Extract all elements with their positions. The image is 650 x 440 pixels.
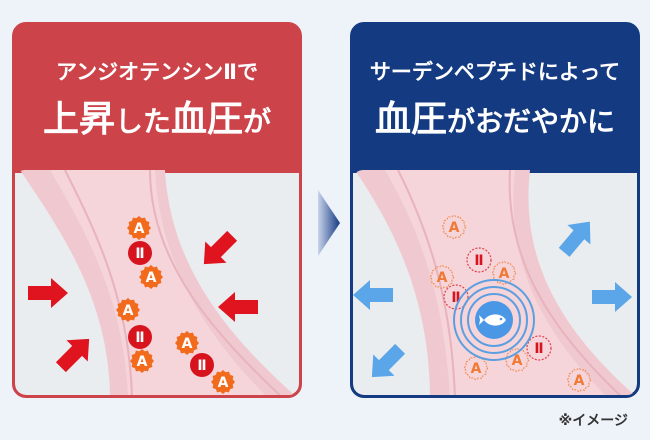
- text-gentle: がおだやかに: [447, 105, 616, 138]
- angiotensinogen-marker: A: [429, 264, 455, 290]
- after-header: サーデンペプチドによって 血圧がおだやかに: [353, 25, 637, 173]
- blood-vessel-relaxed: [355, 170, 637, 395]
- marker-label: A: [574, 373, 585, 389]
- before-header: アンジオテンシンⅡで 上昇した血圧が: [15, 25, 299, 173]
- text-shita: した: [114, 105, 171, 138]
- ripple-ring: [467, 293, 521, 347]
- before-header-line2: 上昇した血圧が: [43, 90, 271, 142]
- marker-label: A: [137, 354, 148, 370]
- angiotensinogen-marker: A: [463, 355, 489, 381]
- fish-icon: [479, 314, 506, 326]
- angiotensinogen-marker: A: [566, 367, 592, 393]
- after-header-line2: 血圧がおだやかに: [375, 90, 615, 142]
- marker-label: Ⅱ: [474, 253, 483, 269]
- angiotensin2-marker: Ⅱ: [190, 353, 214, 377]
- dilate-arrow-icon: [371, 343, 406, 378]
- marker-label: A: [499, 266, 510, 282]
- marker-label: Ⅱ: [135, 246, 144, 262]
- angiotensinogen-marker: A: [491, 260, 517, 286]
- image-only-note: ※イメージ: [558, 413, 628, 429]
- marker-label: Ⅱ: [534, 341, 543, 357]
- angiotensin2-marker: Ⅱ: [466, 247, 492, 273]
- marker-label: A: [449, 220, 460, 236]
- marker-label: A: [182, 336, 193, 352]
- marker-label: A: [146, 270, 157, 286]
- text-ga: が: [243, 105, 272, 138]
- constrict-arrow-icon: [55, 338, 90, 373]
- text-blood-pressure: 血圧: [171, 99, 244, 140]
- angiotensin2-marker: Ⅱ: [526, 335, 552, 361]
- after-header-line1: サーデンペプチドによって: [369, 60, 621, 84]
- angiotensinogen-marker: A: [441, 214, 467, 240]
- next-chevron-icon: [318, 190, 340, 256]
- dilate-arrow-icon: [558, 221, 591, 257]
- angiotensinogen-marker: A: [504, 347, 530, 373]
- angiotensinogen-marker: A: [211, 370, 235, 394]
- dilate-arrow-icon: [353, 280, 393, 310]
- ripple-ring: [453, 279, 535, 361]
- constrict-arrow-icon: [218, 292, 258, 322]
- marker-label: Ⅱ: [197, 358, 206, 374]
- angiotensinogen-marker: A: [127, 216, 151, 240]
- ripple-ring: [460, 286, 528, 354]
- dilate-arrow-icon: [592, 282, 632, 312]
- marker-label: A: [123, 303, 134, 319]
- marker-label: Ⅱ: [451, 290, 460, 306]
- before-header-line1: アンジオテンシンⅡで: [56, 60, 258, 84]
- blood-vessel-constricted: [20, 170, 299, 395]
- constrict-arrow-icon: [203, 230, 238, 265]
- text-rise: 上昇: [42, 99, 115, 140]
- marker-label: A: [512, 353, 523, 369]
- angiotensinogen-marker: A: [130, 349, 154, 373]
- angiotensin2-marker: Ⅱ: [128, 241, 152, 265]
- marker-label: A: [437, 270, 448, 286]
- angiotensinogen-marker: A: [175, 331, 199, 355]
- text-blood-pressure: 血圧: [374, 99, 447, 140]
- sardine-peptide-effect: [453, 279, 535, 361]
- angiotensinogen-marker: A: [116, 298, 140, 322]
- marker-label: Ⅱ: [135, 330, 144, 346]
- marker-label: A: [218, 375, 229, 391]
- angiotensinogen-marker: A: [139, 265, 163, 289]
- angiotensin2-marker: Ⅱ: [128, 325, 152, 349]
- constrict-arrow-icon: [28, 278, 68, 308]
- marker-label: A: [471, 361, 482, 377]
- marker-label: A: [134, 221, 145, 237]
